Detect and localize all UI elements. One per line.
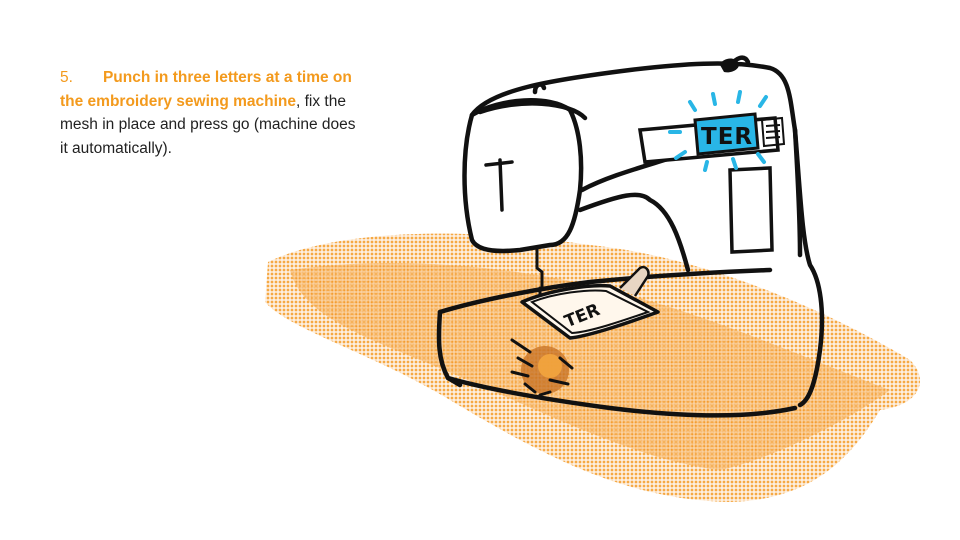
step-rest-text: , fix the mesh in place and press go (ma… [60, 92, 356, 157]
fabric-strip [265, 233, 920, 502]
lcd-display: TER [693, 112, 786, 156]
spool-pin-icon [720, 58, 739, 73]
display-text: TER [701, 124, 753, 150]
step-number: 5. [60, 69, 73, 86]
screen-glow [668, 90, 768, 172]
machine-body [436, 55, 825, 418]
embroidery-hoop: TER [520, 265, 660, 340]
sewing-machine-illustration: TER TER [265, 55, 920, 502]
step-instruction: 5.Punch in three letters at a time on th… [60, 66, 360, 160]
step-bold-text: Punch in three letters at a time on the … [60, 69, 352, 110]
bobbin-area [510, 338, 574, 397]
balance-wheel-icon [484, 158, 514, 212]
